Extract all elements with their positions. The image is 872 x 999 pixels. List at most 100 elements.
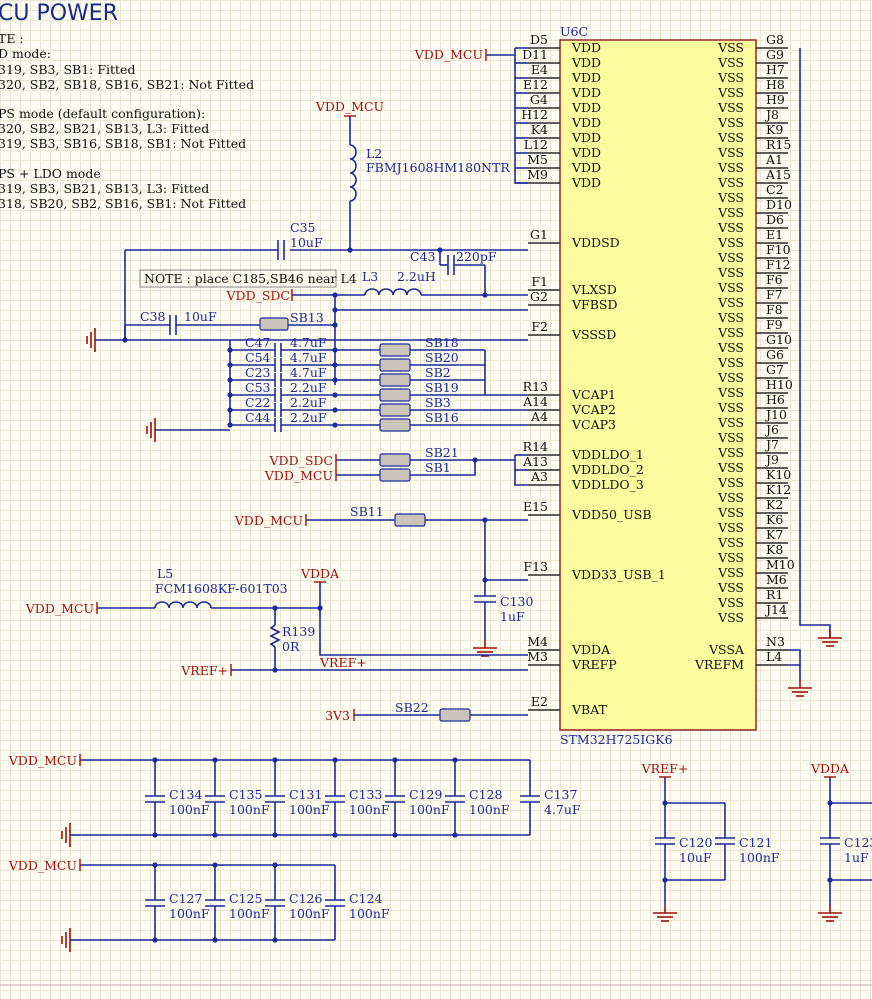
solder-bridge: [379, 373, 411, 387]
sb-label: SB2: [425, 365, 451, 380]
pin-number: R1: [766, 587, 783, 602]
pin-number: K6: [766, 512, 783, 527]
cap-ref: C127: [169, 891, 202, 906]
junction-dot: [392, 757, 398, 763]
c38-value: 10uF: [184, 309, 217, 324]
wire: [514, 455, 528, 486]
solder-bridge: [379, 358, 411, 372]
c130-ref: C130: [500, 594, 533, 609]
cap-value: 100nF: [169, 802, 210, 817]
pin-name: VSS: [717, 205, 744, 220]
pin-name: VSS: [717, 490, 744, 505]
pin-name: VSS: [717, 70, 744, 85]
junction-dot: [272, 832, 278, 838]
junction-dot: [317, 605, 323, 611]
note-box: [139, 269, 337, 288]
pin-number: G8: [766, 32, 784, 47]
pin-name: VCAP3: [571, 417, 616, 432]
junction-dot: [332, 322, 338, 328]
pin-number: E2: [531, 694, 548, 709]
pin-name: VREFP: [571, 657, 617, 672]
junction-dot: [332, 347, 338, 353]
cap-ref: C128: [469, 787, 502, 802]
note-line: 318, SB20, SB2, SB16, SB1: Not Fitted: [0, 196, 246, 211]
pin-number: G6: [766, 347, 784, 362]
pin-number: G1: [530, 227, 548, 242]
pin-name: VSS: [717, 160, 744, 175]
cap-value: 100nF: [469, 802, 510, 817]
pin-number: F1: [531, 274, 548, 289]
pin-number: G7: [766, 362, 784, 377]
pin-number: H9: [766, 92, 785, 107]
pin-name: VSSA: [708, 642, 745, 657]
cap-value: 100nF: [409, 802, 450, 817]
pin-number: J8: [764, 107, 779, 122]
pin-name: VREFM: [694, 657, 744, 672]
cap-value: 100nF: [229, 802, 270, 817]
net-label-vrefp: VREF+: [641, 761, 689, 776]
c35-ref: C35: [290, 220, 315, 235]
pin-name: VSS: [717, 55, 744, 70]
junction-dot: [212, 862, 218, 868]
vssa-rail: [788, 649, 801, 665]
pin-number: A14: [522, 394, 548, 409]
solder-bridge: [379, 403, 411, 417]
vdda-net: [319, 582, 528, 656]
junction-dot: [452, 832, 458, 838]
cap-ref: C22: [245, 395, 270, 410]
pin-name: VSS: [717, 295, 744, 310]
inductor-coil: [364, 288, 422, 296]
cap-value: 1uF: [844, 850, 869, 865]
pin-name: VSSSD: [571, 327, 616, 342]
cap-value: 2.2uF: [290, 410, 327, 425]
solder-bridge: [379, 418, 411, 432]
junction-dot: [227, 422, 233, 428]
pin-number: H8: [766, 77, 785, 92]
pin-name: VDD: [571, 145, 601, 160]
pin-number: H6: [766, 392, 785, 407]
pin-number: L12: [524, 137, 548, 152]
pin-name: VSS: [717, 415, 744, 430]
note-line: 319, SB3, SB1: Fitted: [0, 62, 135, 77]
cap-value: 4.7uF: [290, 365, 327, 380]
note-text: NOTE : place C185,SB46 near L4: [144, 271, 357, 286]
pin-number: E15: [523, 499, 548, 514]
pin-name: VCAP1: [571, 387, 616, 402]
pin-name: VDD: [571, 55, 601, 70]
c43-value: 220pF: [456, 249, 497, 264]
cap-value: 100nF: [289, 906, 330, 921]
pin-number: J14: [764, 602, 787, 617]
net-label-vdd-sdc: VDD_SDC: [269, 453, 333, 468]
junction-dot: [227, 377, 233, 383]
net-label-vdd-sdc: VDD_SDC: [226, 288, 290, 303]
solder-bridge: [394, 513, 426, 527]
pin-number: J9: [764, 452, 779, 467]
junction-dot: [332, 407, 338, 413]
c130-value: 1uF: [500, 609, 525, 624]
pin-number: K12: [766, 482, 791, 497]
pin-name: VSS: [717, 565, 744, 580]
pin-number: F8: [766, 302, 783, 317]
note-line: 320, SB2, SB18, SB16, SB21: Not Fitted: [0, 77, 254, 92]
c43-ref: C43: [410, 249, 436, 264]
pin-number: H12: [521, 107, 548, 122]
c38-ref: C38: [140, 309, 166, 324]
note-line: 319, SB3, SB16, SB18, SB1: Not Fitted: [0, 136, 246, 151]
pin-number: E1: [766, 227, 783, 242]
cap-ref: C123: [844, 835, 872, 850]
pin-name: VFBSD: [571, 297, 617, 312]
cap-value: 100nF: [169, 906, 210, 921]
pin-name: VSS: [717, 100, 744, 115]
pin-number: J7: [764, 437, 779, 452]
pin-number: F9: [766, 317, 783, 332]
pin-number: D6: [766, 212, 784, 227]
junction-dot: [332, 757, 338, 763]
sb-label: SB3: [425, 395, 451, 410]
cap-ref: C47: [245, 335, 271, 350]
pin-name: VSS: [717, 370, 744, 385]
pin-number: F10: [766, 242, 791, 257]
net-label-vrefp: VREF+: [180, 663, 228, 678]
pin-number: R13: [523, 379, 548, 394]
cap-ref: C124: [349, 891, 382, 906]
